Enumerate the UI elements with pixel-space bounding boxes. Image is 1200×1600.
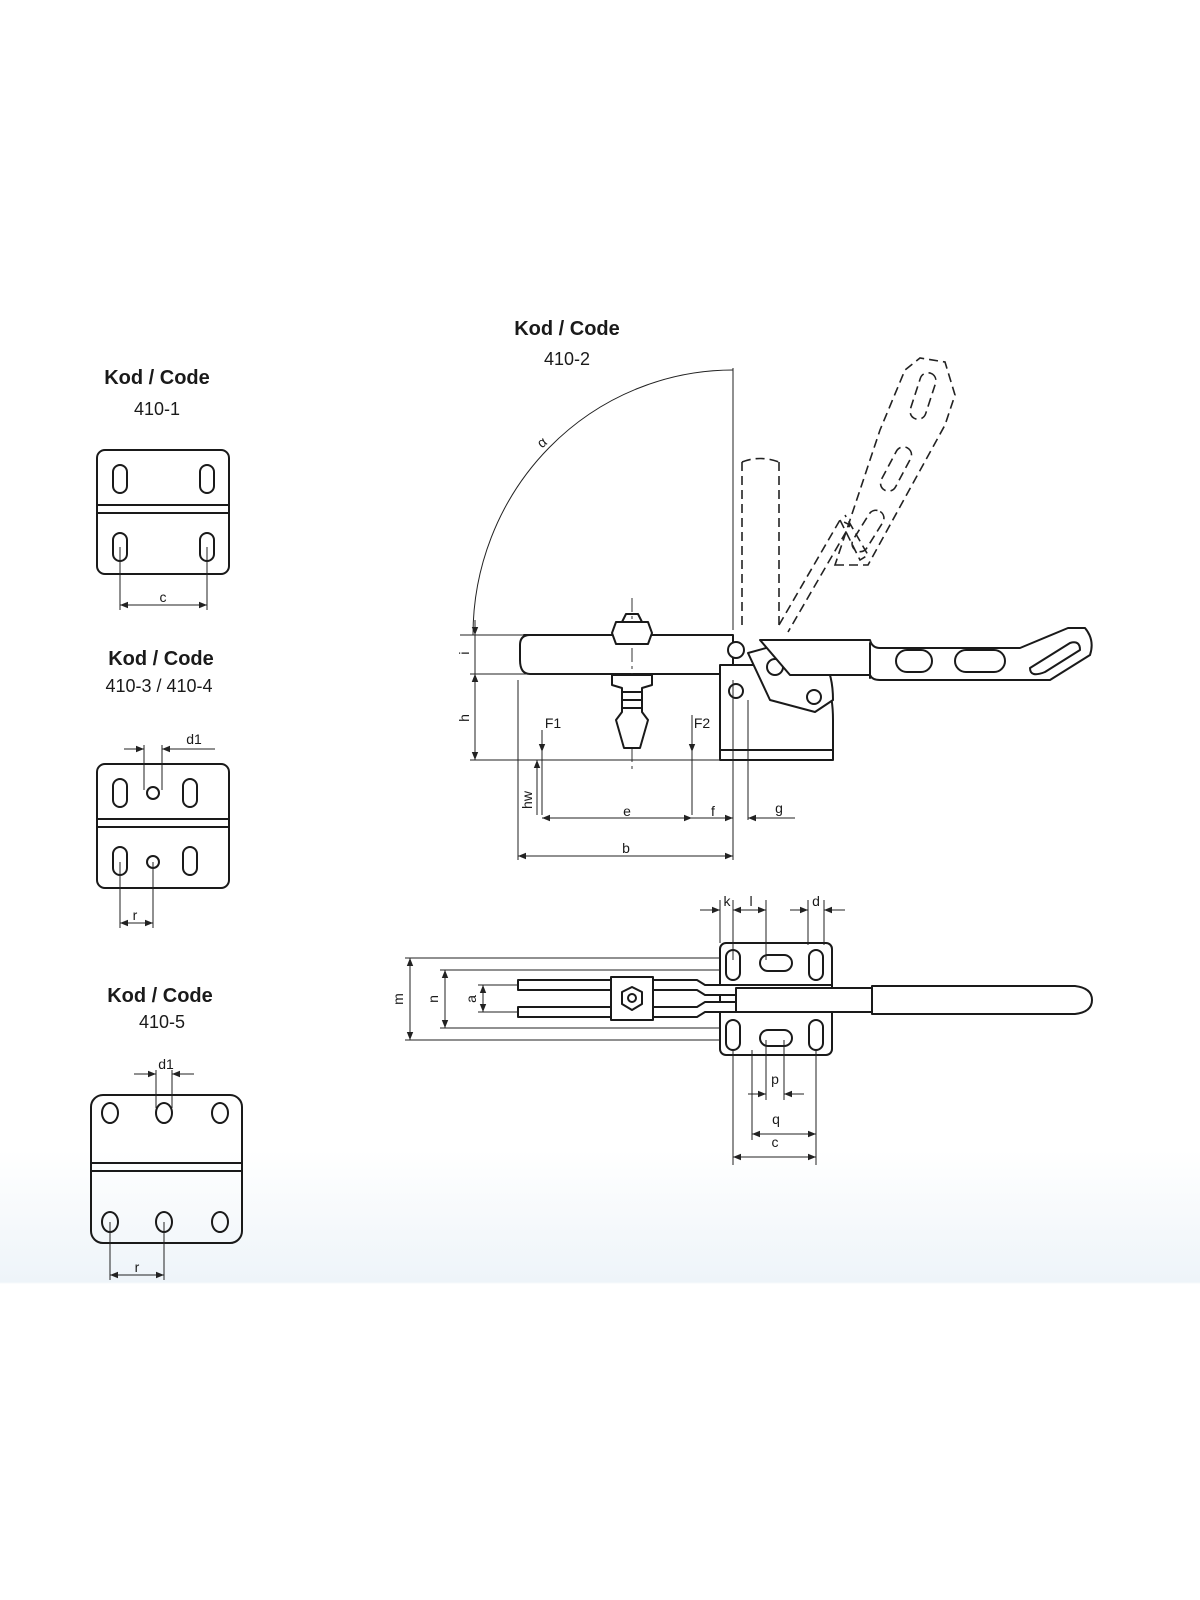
dim-label-a: a	[463, 995, 479, 1003]
dim-label-l: l	[749, 893, 752, 909]
heading-410-3-4-code: 410-3 / 410-4	[105, 676, 212, 696]
dim-label-d1-410-5: d1	[158, 1056, 174, 1072]
dim-label-F1: F1	[545, 715, 562, 731]
dim-label-r-410-5: r	[135, 1259, 140, 1275]
clamp-side-view	[460, 357, 1093, 860]
dim-label-hw: hw	[519, 790, 535, 809]
heading-410-5-title: Kod / Code	[107, 985, 213, 1007]
dim-label-h: h	[456, 714, 472, 722]
heading-410-1-title: Kod / Code	[104, 367, 210, 389]
dim-label-n: n	[425, 995, 441, 1003]
dim-label-b: b	[622, 840, 630, 856]
dim-label-k: k	[724, 893, 732, 909]
dim-label-e: e	[623, 803, 631, 819]
dim-label-c-410-1: c	[160, 589, 167, 605]
heading-410-1-code: 410-1	[134, 399, 180, 419]
dim-label-alpha: α	[534, 433, 550, 450]
dim-label-p: p	[771, 1071, 779, 1087]
dim-label-r-410-3: r	[133, 907, 138, 923]
base-plate-410-5	[90, 1070, 243, 1280]
dim-label-d: d	[812, 893, 820, 909]
base-plate-410-3-4	[96, 745, 230, 928]
dim-label-g: g	[775, 800, 783, 816]
heading-410-5-code: 410-5	[139, 1012, 185, 1032]
heading-410-3-4-title: Kod / Code	[108, 648, 214, 670]
dim-label-F2: F2	[694, 715, 711, 731]
dim-label-f: f	[711, 803, 715, 819]
dim-label-m: m	[390, 993, 406, 1005]
heading-410-2-code: 410-2	[544, 349, 590, 369]
dim-label-q: q	[772, 1111, 780, 1127]
base-plate-410-1	[96, 449, 230, 610]
heading-410-2-title: Kod / Code	[514, 318, 620, 340]
dim-label-i: i	[456, 651, 472, 654]
dim-label-d1-410-3: d1	[186, 731, 202, 747]
clamp-top-view	[405, 900, 1093, 1165]
dim-label-c: c	[772, 1134, 779, 1150]
